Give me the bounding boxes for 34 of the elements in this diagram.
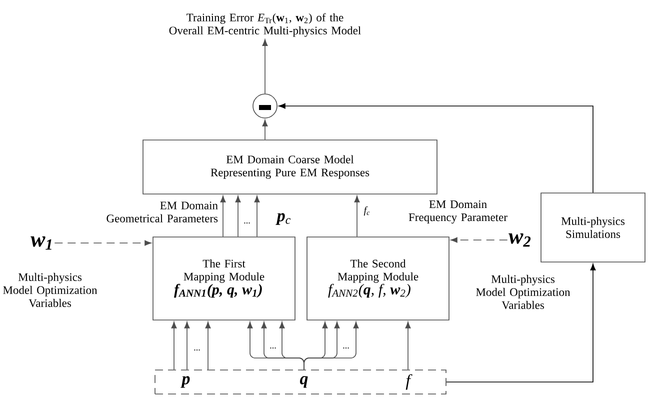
module-box: The Second Mapping Module f$_{ANN2}$(q, f, w$_{2}$) (306, 236, 450, 320)
variable-caption: Multi-physics Model Optimization Variables (476, 274, 570, 310)
arrow (262, 39, 268, 94)
arrow (235, 196, 241, 237)
arrow (304, 322, 359, 370)
parameter-caption: EM Domain Geometrical Parameters (106, 202, 218, 222)
ellipsis: ... (343, 347, 349, 349)
arrow (171, 322, 177, 370)
arrow (54, 240, 152, 246)
variable-caption: Multi-physics Model Optimization Variables (3, 272, 98, 308)
edge-label: f$_{c}$ (362, 205, 372, 217)
weight-symbol: w$_{2}$ (508, 233, 531, 247)
arrow (205, 322, 211, 370)
ellipsis: ... (244, 222, 250, 224)
module-box: The First Mapping Module f$_{ANN1}$(p, q, w$_{1}$) (152, 236, 296, 320)
arrow (184, 322, 190, 370)
output-label: Training Error E$_{Tr}$(w$_{1}$, w$_{2}$) of the Overall EM-centric Multi-physics Model (169, 13, 361, 37)
edge-label: p$_{c}$ (276, 212, 292, 226)
arrow (220, 196, 226, 237)
arrow (278, 103, 594, 193)
subtraction-circle (252, 94, 278, 118)
process-box: EM Domain Coarse Model Representing Pure EM Responses (142, 140, 438, 194)
arrow (405, 322, 411, 370)
arrow (446, 264, 596, 382)
process-box: Multi-physics Simulations (540, 192, 646, 262)
ellipsis: ... (270, 347, 276, 349)
parameter-caption: EM Domain Frequency Parameter (408, 200, 508, 224)
arrow (450, 237, 508, 243)
arrow (254, 196, 260, 237)
arrow (262, 120, 268, 140)
ellipsis: ... (194, 349, 200, 351)
weight-symbol: w$_{1}$ (30, 236, 52, 250)
input-box: p q f (154, 370, 446, 394)
arrow (354, 196, 360, 237)
